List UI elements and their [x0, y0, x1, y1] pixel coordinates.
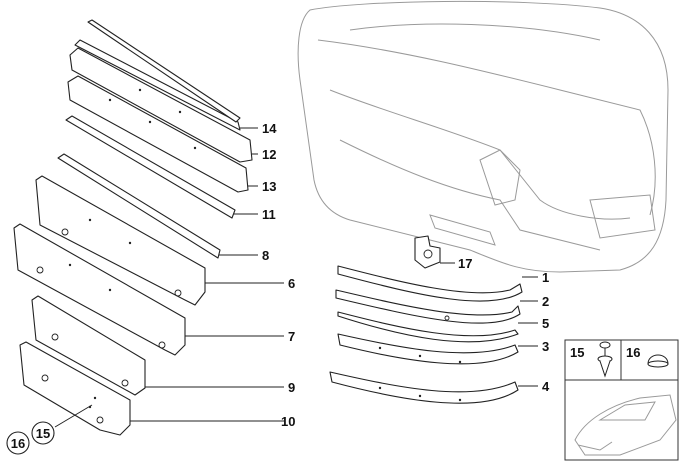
front-bumper-illustration: [297, 0, 669, 273]
trim-strip-1: [337, 265, 523, 302]
circled-callout-16: 16: [6, 431, 30, 455]
callout-9: 9: [288, 380, 295, 395]
callout-1: 1: [542, 270, 549, 285]
trim-strip-5: [337, 311, 519, 343]
callout-3: 3: [542, 339, 549, 354]
bracket-17: [414, 235, 441, 269]
plate-10: [19, 341, 131, 436]
callout-4: 4: [542, 379, 550, 394]
trim-strip-3: [337, 333, 519, 365]
callout-14: 14: [262, 121, 277, 136]
inset-label-15: 15: [570, 345, 584, 360]
trim-strip-8: [57, 153, 221, 259]
inset-label-16: 16: [626, 345, 640, 360]
callout-2: 2: [542, 294, 549, 309]
callout-13: 13: [262, 179, 276, 194]
callout-5: 5: [542, 316, 549, 331]
callout-12: 12: [262, 147, 276, 162]
callout-17: 17: [458, 256, 472, 271]
clip-rivet-icon: [597, 341, 613, 378]
plate-9: [31, 295, 146, 396]
callout-7: 7: [288, 329, 295, 344]
svg-text:15: 15: [36, 426, 50, 441]
callout-8: 8: [262, 248, 269, 263]
svg-text:16: 16: [11, 436, 25, 451]
plate-6: [35, 175, 206, 306]
callout-6: 6: [288, 276, 295, 291]
trim-strip-2: [335, 289, 521, 324]
callout-10: 10: [281, 414, 295, 429]
vehicle-thumbnail: [574, 394, 677, 456]
trim-strip-14: [74, 19, 241, 131]
inset-panel: 15 16: [564, 339, 679, 461]
trim-strip-11: [65, 115, 236, 219]
leader-lines: [54, 127, 538, 428]
callout-11: 11: [262, 207, 276, 222]
trim-strip-4: [329, 371, 519, 404]
circled-callout-15: 15: [31, 421, 55, 445]
cap-icon: [647, 354, 669, 368]
trim-strip-12: [69, 47, 253, 163]
plate-7: [13, 223, 186, 356]
trim-strip-13: [67, 75, 249, 193]
